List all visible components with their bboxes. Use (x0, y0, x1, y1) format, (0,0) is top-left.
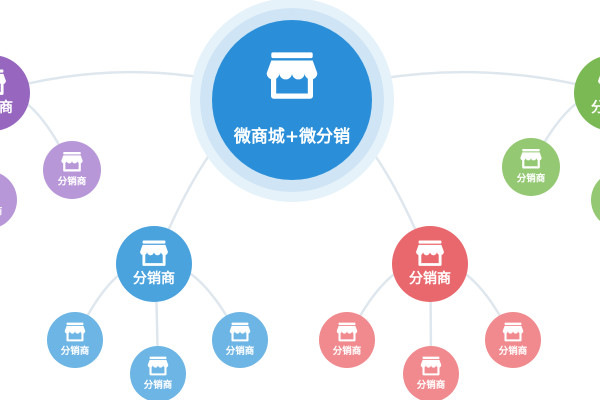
node-green-child-2: 分销商 (591, 179, 600, 221)
node-label: 分销商 (409, 270, 451, 287)
node-circle (0, 55, 30, 131)
node-purple-child-2: 分销商 (0, 173, 17, 227)
storefront-icon (61, 152, 83, 172)
storefront-icon (420, 356, 442, 376)
node-green-main: 分销商 (574, 56, 600, 130)
node-label: 分销商 (144, 379, 173, 391)
node-label: 分销商 (499, 345, 528, 357)
storefront-icon (147, 356, 169, 376)
node-label: 分销商 (226, 345, 255, 357)
storefront-icon (336, 322, 358, 342)
node-label: 分销商 (61, 345, 90, 357)
node-label: 分销商 (591, 99, 600, 116)
node-circle (591, 179, 600, 221)
node-label: 分销商 (0, 206, 3, 218)
node-blue-main: 分销商 (116, 226, 192, 302)
storefront-icon (64, 322, 86, 342)
storefront-icon (416, 240, 444, 266)
storefront-icon (0, 69, 6, 95)
node-label: 分销商 (133, 270, 175, 287)
node-circle (574, 56, 600, 130)
storefront-icon (520, 149, 542, 169)
storefront-icon (229, 322, 251, 342)
center-node: 微商城+微分销 (190, 0, 394, 202)
node-red-child-3: 分销商 (485, 312, 541, 368)
storefront-icon (266, 52, 318, 99)
node-label: 分销商 (517, 173, 546, 185)
node-purple-main: 分销商 (0, 55, 30, 131)
node-label: 分销商 (58, 176, 87, 188)
node-red-child-2: 分销商 (403, 346, 459, 400)
node-red-child-1: 分销商 (319, 312, 375, 368)
node-blue-child-3: 分销商 (212, 312, 268, 368)
center-label: 微商城+微分销 (233, 126, 350, 147)
node-label: 分销商 (333, 345, 362, 357)
storefront-icon (502, 322, 524, 342)
nodes: 分销商分销商分销商分销商分销商分销商分销商分销商分销商分销商分销商分销商分销商分… (0, 55, 600, 400)
storefront-icon (140, 240, 168, 266)
node-red-main: 分销商 (392, 226, 468, 302)
node-label: 分销商 (417, 379, 446, 391)
node-circle (130, 346, 186, 400)
node-label: 分销商 (0, 99, 13, 116)
node-blue-child-2: 分销商 (130, 346, 186, 400)
node-purple-child-1: 分销商 (43, 141, 101, 199)
node-circle (403, 346, 459, 400)
center-circle (212, 20, 372, 180)
node-blue-child-1: 分销商 (47, 312, 103, 368)
node-green-child-1: 分销商 (502, 138, 560, 196)
node-circle (0, 173, 17, 227)
